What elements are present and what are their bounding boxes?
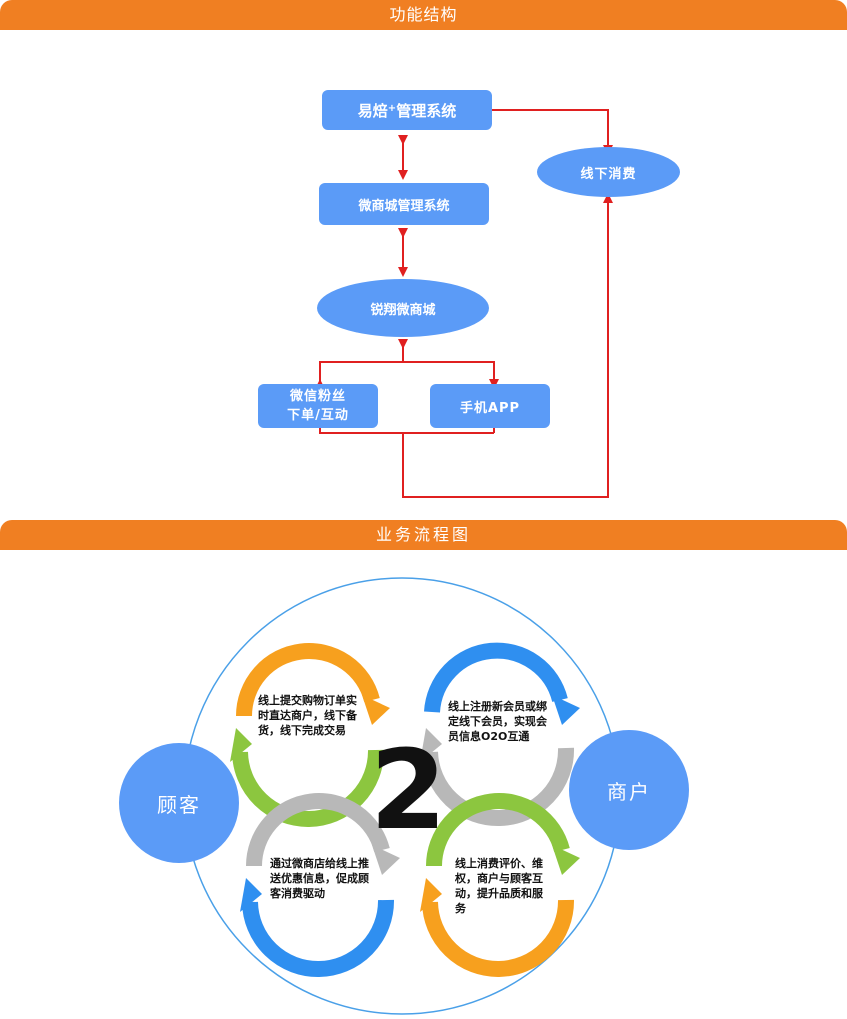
merchant-circle: 商户 xyxy=(569,730,689,850)
box-yihe-suffix: 管理系统 xyxy=(396,101,457,120)
customer-circle: 顾客 xyxy=(119,743,239,863)
box-yihe-sup: + xyxy=(387,102,397,114)
ellipse-offline-text: 线下消费 xyxy=(580,166,637,182)
customer-label: 顾客 xyxy=(157,792,201,817)
box-yihe-text: 易焙 xyxy=(357,101,388,120)
cycle-tr-gray-arc xyxy=(422,747,575,826)
section-title: 业务流程图 xyxy=(375,525,471,544)
cycle-tr-gray-head xyxy=(420,728,442,762)
section-title: 功能结构 xyxy=(389,5,458,24)
cycle-br-text: 线上消费评价、维权，商户与顾客互动，提升品质和服务 xyxy=(455,857,543,915)
box-wechat-fans: 微信粉丝 下单/互动 xyxy=(258,384,378,428)
cycle-br-green-arc xyxy=(426,793,570,867)
cycle-tl-green-arc xyxy=(232,749,385,827)
section-banner-function: 功能结构 xyxy=(0,0,847,30)
cycle-tl-orange-head xyxy=(362,695,390,725)
center-number: 2 xyxy=(370,726,447,854)
structure-arrows xyxy=(315,109,613,498)
cycle-bl-gray-arc xyxy=(246,793,390,867)
section-banner-process: 业务流程图 xyxy=(0,520,847,550)
ellipse-ruixiang-mall: 锐翔微商城 xyxy=(317,279,489,337)
arrow-split-children xyxy=(315,361,499,389)
cycle-br-orange-head xyxy=(420,878,442,912)
box-mobile-app: 手机APP xyxy=(430,384,550,428)
merchant-label: 商户 xyxy=(607,779,651,804)
ellipse-offline-consume: 线下消费 xyxy=(537,147,680,197)
box-weishang-management: 微商城管理系统 xyxy=(319,183,489,225)
box-yihe-management: 易焙+管理系统 xyxy=(322,90,492,130)
cycle-tr-text: 线上注册新会员或绑定线下会员，实现会员信息O2O互通 xyxy=(448,700,547,743)
cycle-bl-blue-arc xyxy=(242,899,395,977)
cycle-tr-blue-arc xyxy=(424,642,568,713)
box-weishang-text: 微商城管理系统 xyxy=(358,198,450,214)
cycle-bl-text: 通过微商店给线上推送优惠信息，促成顾客消费驱动 xyxy=(270,857,369,900)
box-fans-line1: 微信粉丝 xyxy=(289,389,346,404)
cycle-tl-orange-arc xyxy=(236,643,380,717)
cycle-tr-blue-head xyxy=(552,695,580,725)
ellipse-ruixiang-text: 锐翔微商城 xyxy=(370,302,436,318)
arrow-loop-xiaxia xyxy=(319,193,613,498)
cycle-bl-gray-head xyxy=(372,845,400,875)
cycle-br-green-head xyxy=(552,845,580,875)
cycle-br-orange-arc xyxy=(422,899,575,977)
box-app-text: 手机APP xyxy=(459,400,521,416)
cycle-bl-blue-head xyxy=(240,878,262,912)
cycle-tl-green-head xyxy=(230,728,252,762)
cycle-tl-text: 线上提交购物订单实时直达商户，线下备货，线下完成交易 xyxy=(258,694,357,737)
arrow-yihe-xiaxia xyxy=(492,109,613,155)
box-fans-line2: 下单/互动 xyxy=(287,408,349,423)
